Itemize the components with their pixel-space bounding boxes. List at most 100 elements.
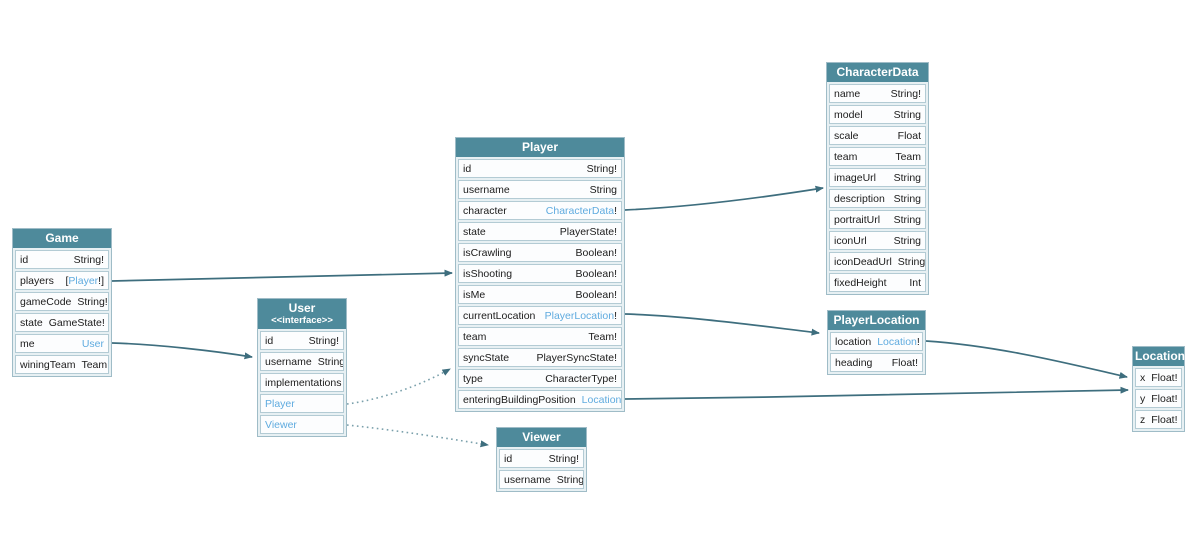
type-link-characterdata[interactable]: CharacterData (545, 204, 615, 217)
field-name: iconDeadUrl (834, 255, 892, 268)
type-text: String! (890, 87, 921, 100)
field-name: model (834, 108, 863, 121)
type-link-playerlocation[interactable]: PlayerLocation (544, 309, 615, 322)
playerlocation-field-location[interactable]: location Location! (830, 332, 923, 351)
player-field-character[interactable]: character CharacterData! (458, 201, 622, 220)
field-name: y (1140, 392, 1146, 405)
type-text: Float! (1151, 413, 1178, 426)
characterdata-field-name: name String! (829, 84, 926, 103)
field-name: iconUrl (834, 234, 867, 247)
type-link-player[interactable]: Player (68, 274, 99, 287)
type-text: String (589, 183, 617, 196)
node-title-text: PlayerLocation (833, 313, 920, 327)
field-type: Float! (1151, 414, 1177, 426)
field-name: implementations (265, 376, 342, 389)
type-text: String! (73, 253, 104, 266)
field-type: Team (895, 151, 921, 163)
field-type: Boolean! (576, 289, 617, 301)
field-type: Boolean! (576, 268, 617, 280)
field-name: username (504, 473, 551, 486)
type-text: Boolean! (575, 288, 617, 301)
field-name: location (835, 335, 872, 348)
node-title-location[interactable]: Location (1133, 347, 1185, 366)
player-field-isme: isMe Boolean! (458, 285, 622, 304)
field-name: isShooting (463, 267, 513, 280)
type-text: GameState! (48, 316, 105, 329)
user-field-player[interactable]: Player (260, 394, 344, 413)
type-text: PlayerSyncState! (536, 351, 617, 364)
field-type: String (898, 256, 925, 268)
type-text: ! (916, 335, 920, 348)
node-title-player[interactable]: Player (456, 138, 624, 157)
field-type: Float! (1151, 372, 1177, 384)
node-user: User<<interface>> id String! username String… (257, 298, 347, 437)
field-type: CharacterData! (546, 205, 617, 217)
node-title-game[interactable]: Game (13, 229, 111, 248)
field-name: character (463, 204, 507, 217)
type-link-user[interactable]: User (81, 337, 104, 350)
node-title-text: Viewer (522, 430, 561, 444)
field-name: isMe (463, 288, 486, 301)
field-name: name (834, 87, 861, 100)
type-text: Boolean! (575, 246, 617, 259)
node-title-user[interactable]: User<<interface>> (258, 299, 346, 329)
field-type: String (318, 356, 343, 368)
field-type: PlayerLocation! (545, 310, 617, 322)
field-type: String! (549, 453, 579, 465)
field-name: scale (834, 129, 859, 142)
field-type: String! (587, 163, 617, 175)
field-type: Int (909, 277, 921, 289)
field-name: team (834, 150, 858, 163)
user-field-viewer[interactable]: Viewer (260, 415, 344, 434)
node-title-characterdata[interactable]: CharacterData (827, 63, 928, 82)
field-name: state (20, 316, 43, 329)
field-name: syncState (463, 351, 510, 364)
field-type: Boolean! (576, 247, 617, 259)
edge-user-player-to-player (346, 368, 451, 405)
field-name: imageUrl (834, 171, 877, 184)
type-text: Float (897, 129, 921, 142)
field-name: username (265, 355, 312, 368)
implementation-link-viewer[interactable]: Viewer (265, 418, 297, 431)
field-name: isCrawling (463, 246, 512, 259)
type-text: String (893, 234, 921, 247)
field-type: String (894, 109, 921, 121)
type-link-location[interactable]: Location (877, 335, 917, 348)
characterdata-field-iconurl: iconUrl String (829, 231, 926, 250)
type-text: String (893, 192, 921, 205)
implementation-link-player[interactable]: Player (265, 397, 295, 410)
field-name: id (265, 334, 274, 347)
node-title-viewer[interactable]: Viewer (497, 428, 586, 447)
type-text: String (893, 108, 921, 121)
field-name: heading (835, 356, 873, 369)
field-type: String (590, 184, 617, 196)
field-name: description (834, 192, 885, 205)
field-type: Location! (877, 336, 920, 348)
node-title-playerlocation[interactable]: PlayerLocation (828, 311, 925, 330)
field-name: username (463, 183, 510, 196)
field-type: User (82, 338, 104, 350)
game-field-players[interactable]: players[Player!] (15, 271, 109, 290)
edge-game-players-to-player (111, 269, 453, 282)
type-text: String! (308, 334, 339, 347)
field-type: String! (309, 335, 339, 347)
type-link-location[interactable]: Location (581, 393, 622, 406)
field-type: String (894, 172, 921, 184)
